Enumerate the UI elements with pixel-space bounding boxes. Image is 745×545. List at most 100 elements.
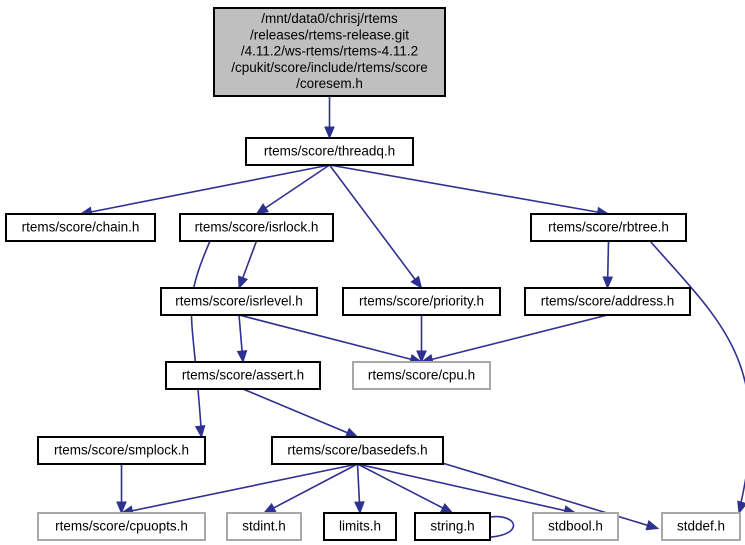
node-box[interactable] bbox=[532, 512, 619, 541]
node-label: stdbool.h bbox=[548, 519, 603, 534]
node-label: rtems/score/threadq.h bbox=[264, 144, 395, 159]
edge-path bbox=[242, 388, 358, 438]
edge-smplock-to-cpuopts bbox=[116, 464, 127, 515]
edge-arrowhead bbox=[439, 502, 454, 514]
node-box[interactable] bbox=[226, 512, 302, 541]
edge-path bbox=[357, 463, 453, 514]
node-box[interactable] bbox=[160, 287, 318, 316]
edge-assert-to-basedefs bbox=[242, 388, 359, 438]
node-limits[interactable]: limits.h bbox=[323, 512, 397, 541]
node-label-line: /releases/rtems-release.git bbox=[250, 27, 409, 42]
node-label: stddef.h bbox=[677, 519, 725, 534]
edge-path bbox=[238, 314, 422, 363]
node-assert[interactable]: rtems/score/assert.h bbox=[165, 361, 321, 390]
node-box[interactable] bbox=[414, 512, 491, 541]
edge-path bbox=[421, 314, 608, 363]
node-box[interactable] bbox=[530, 213, 687, 242]
node-rbtree[interactable]: rtems/score/rbtree.h bbox=[530, 213, 687, 242]
node-box[interactable] bbox=[179, 213, 334, 242]
edge-arrowhead bbox=[262, 502, 277, 514]
edge-basedefs-to-string bbox=[357, 463, 454, 514]
node-label-line: /mnt/data0/chrisj/rtems bbox=[261, 11, 398, 26]
edge-isrlevel-to-cpu bbox=[238, 314, 423, 365]
node-box[interactable] bbox=[5, 213, 156, 242]
node-string[interactable]: string.h bbox=[414, 512, 491, 541]
node-box[interactable] bbox=[271, 436, 444, 465]
edge-path bbox=[328, 164, 423, 289]
node-box[interactable] bbox=[37, 436, 206, 465]
node-label: limits.h bbox=[339, 519, 381, 534]
node-label: stdint.h bbox=[242, 519, 286, 534]
node-label-line: /coresem.h bbox=[296, 76, 363, 91]
node-label: rtems/score/priority.h bbox=[359, 294, 484, 309]
node-box[interactable] bbox=[323, 512, 397, 541]
node-stdbool[interactable]: stdbool.h bbox=[532, 512, 619, 541]
edge-coresem-to-threadq bbox=[324, 96, 335, 140]
node-label: rtems/score/cpu.h bbox=[368, 368, 475, 383]
edge-arrowhead bbox=[354, 501, 365, 515]
edge-path bbox=[256, 164, 330, 215]
node-label: rtems/score/cpuopts.h bbox=[55, 519, 188, 534]
edge-path bbox=[649, 240, 745, 512]
edge-threadq-to-rbtree bbox=[329, 164, 610, 218]
edge-path bbox=[329, 164, 609, 215]
edge-path bbox=[263, 463, 358, 514]
edge-path bbox=[438, 461, 659, 530]
node-coresem[interactable]: /mnt/data0/chrisj/rtems/releases/rtems-r… bbox=[213, 7, 446, 97]
node-label: rtems/score/smplock.h bbox=[54, 443, 189, 458]
node-box[interactable] bbox=[213, 7, 446, 97]
node-priority[interactable]: rtems/score/priority.h bbox=[342, 287, 501, 316]
edge-basedefs-to-limits bbox=[354, 463, 365, 515]
edge-arrowhead bbox=[236, 350, 248, 364]
nodes-layer: /mnt/data0/chrisj/rtems/releases/rtems-r… bbox=[5, 7, 741, 541]
node-cpuopts[interactable]: rtems/score/cpuopts.h bbox=[37, 512, 206, 541]
node-stddef[interactable]: stddef.h bbox=[661, 512, 741, 541]
edge-arrowhead bbox=[602, 276, 614, 290]
node-label: rtems/score/chain.h bbox=[22, 220, 140, 235]
edge-arrowhead bbox=[344, 427, 359, 438]
node-threadq[interactable]: rtems/score/threadq.h bbox=[245, 137, 414, 166]
node-box[interactable] bbox=[37, 512, 206, 541]
node-label-line: /cpukit/score/include/rtems/score bbox=[231, 60, 428, 75]
node-stdint[interactable]: stdint.h bbox=[226, 512, 302, 541]
edge-threadq-to-isrlock bbox=[255, 164, 330, 215]
node-label: rtems/score/assert.h bbox=[182, 368, 304, 383]
node-basedefs[interactable]: rtems/score/basedefs.h bbox=[271, 436, 444, 465]
edge-basedefs-to-cpuopts bbox=[120, 463, 358, 516]
edge-basedefs-to-stdint bbox=[262, 463, 358, 514]
node-box[interactable] bbox=[661, 512, 741, 541]
edge-path bbox=[190, 240, 211, 436]
node-isrlock[interactable]: rtems/score/isrlock.h bbox=[179, 213, 334, 242]
node-chain[interactable]: rtems/score/chain.h bbox=[5, 213, 156, 242]
edge-basedefs-to-stddef bbox=[438, 461, 660, 531]
node-label: rtems/score/isrlock.h bbox=[195, 220, 319, 235]
edge-isrlock-to-isrlevel bbox=[237, 240, 258, 290]
node-address[interactable]: rtems/score/address.h bbox=[524, 287, 691, 316]
node-cpu[interactable]: rtems/score/cpu.h bbox=[352, 361, 491, 390]
node-isrlevel[interactable]: rtems/score/isrlevel.h bbox=[160, 287, 318, 316]
edge-arrowhead bbox=[255, 203, 270, 215]
node-label: rtems/score/isrlevel.h bbox=[175, 294, 303, 309]
edge-arrowhead bbox=[324, 126, 335, 140]
edge-basedefs-to-stdbool bbox=[357, 463, 577, 516]
edge-priority-to-cpu bbox=[416, 315, 427, 364]
edge-rbtree-to-stddef bbox=[649, 240, 745, 515]
edge-arrowhead bbox=[194, 424, 206, 439]
edge-arrowhead bbox=[410, 275, 423, 290]
edge-path bbox=[80, 164, 330, 215]
edge-isrlevel-to-assert bbox=[236, 314, 248, 364]
node-label: rtems/score/address.h bbox=[541, 294, 675, 309]
node-box[interactable] bbox=[245, 137, 414, 166]
node-label-line: /4.11.2/ws-rtems/rtems-4.11.2 bbox=[241, 44, 418, 59]
node-box[interactable] bbox=[352, 361, 491, 390]
node-box[interactable] bbox=[524, 287, 691, 316]
edge-arrowhead bbox=[416, 350, 427, 364]
node-box[interactable] bbox=[165, 361, 321, 390]
edge-arrowhead bbox=[237, 275, 249, 290]
edge-isrlock-to-smplock bbox=[190, 240, 211, 439]
node-label: rtems/score/basedefs.h bbox=[287, 443, 427, 458]
edge-arrowhead bbox=[116, 501, 127, 515]
node-smplock[interactable]: rtems/score/smplock.h bbox=[37, 436, 206, 465]
node-box[interactable] bbox=[342, 287, 501, 316]
